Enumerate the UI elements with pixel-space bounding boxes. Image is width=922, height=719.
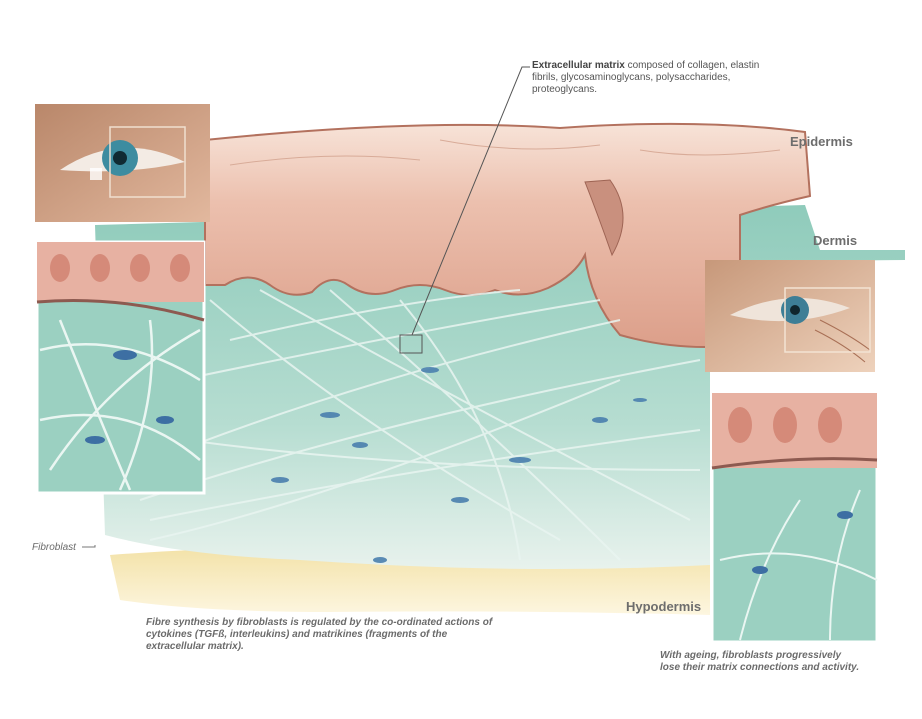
ecm-label-bold: Extracellular matrix: [532, 60, 625, 71]
ageing-caption: With ageing, fibroblasts progressively l…: [660, 650, 860, 674]
aged-fibroblast-inset: [712, 393, 877, 642]
hypodermis-label: Hypodermis: [626, 599, 701, 614]
dermis-label: Dermis: [813, 233, 857, 248]
fibroblast-label: Fibroblast: [32, 542, 76, 553]
fibre-synthesis-caption: Fibre synthesis by fibroblasts is regula…: [146, 617, 506, 653]
fibroblast-detail-inset: [37, 242, 204, 493]
fibroblast-pointer: [82, 545, 95, 547]
ecm-label: Extracellular matrix composed of collage…: [532, 60, 772, 96]
aged-eye-inset: [705, 260, 875, 372]
young-eye-inset: [35, 104, 210, 222]
epidermis-label: Epidermis: [790, 134, 853, 149]
